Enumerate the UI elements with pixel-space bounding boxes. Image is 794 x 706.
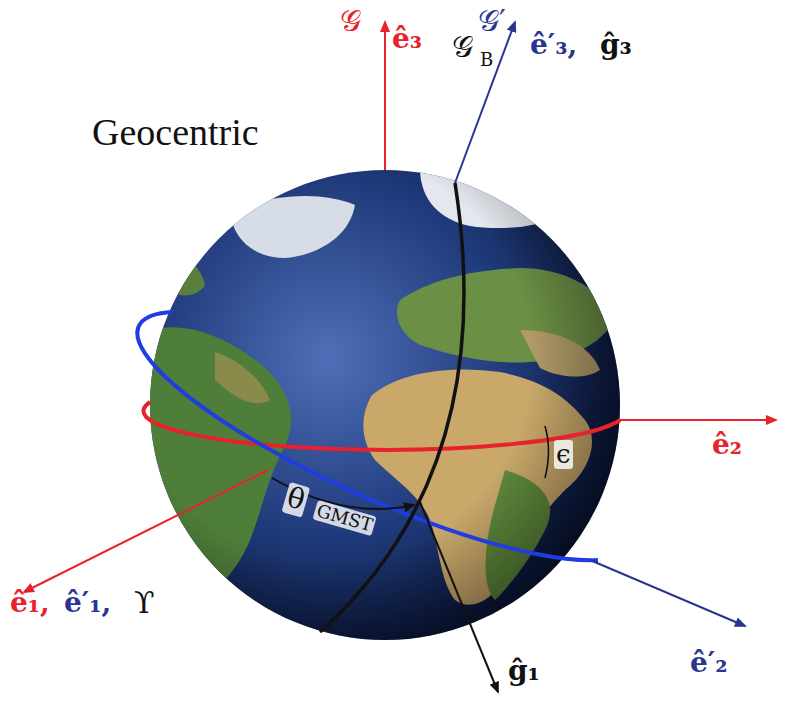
frame-symbol: 𝒢 bbox=[452, 30, 473, 63]
frame-symbol: 𝒢′ bbox=[478, 4, 506, 37]
axis-label: ĝ₃ bbox=[600, 30, 632, 61]
angle-label: ϵ bbox=[554, 440, 573, 469]
axis-label: ê′₁, bbox=[64, 588, 111, 619]
axis-label: ê′₂ bbox=[690, 648, 727, 679]
frame-symbol: 𝒢 bbox=[340, 4, 361, 37]
axis-label: ê₃ bbox=[392, 24, 422, 55]
frame-title: Geocentric bbox=[92, 112, 259, 154]
axis-label: ê₁, bbox=[10, 588, 50, 619]
axis-label: ê′₃, bbox=[530, 30, 577, 61]
axis-label: ê₂ bbox=[712, 430, 742, 461]
vernal-equinox: ϒ bbox=[134, 586, 155, 619]
subscript: B bbox=[480, 50, 493, 70]
axis-label: ĝ₁ bbox=[508, 656, 540, 687]
